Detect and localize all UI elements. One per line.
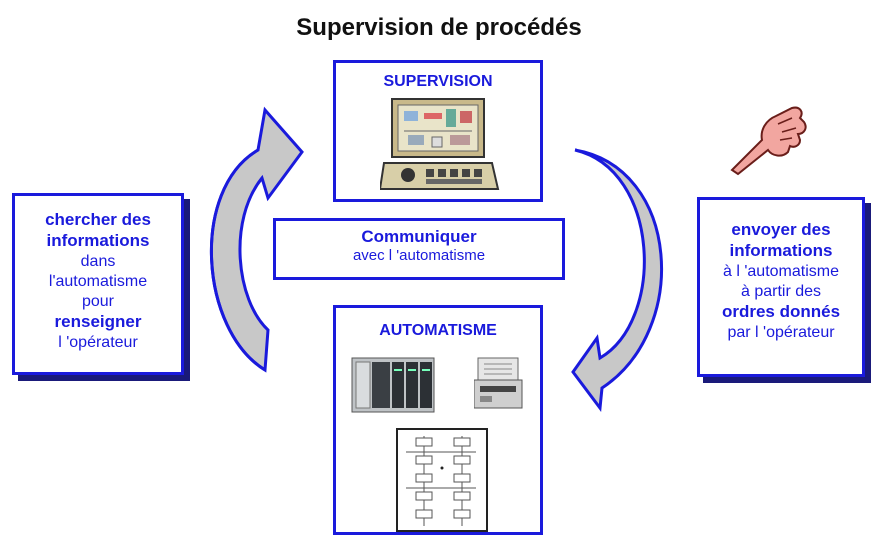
communiquer-line1: Communiquer <box>361 227 477 246</box>
automatisme-box: AUTOMATISME <box>333 305 543 535</box>
printer-icon <box>474 357 523 409</box>
right-line-3: à l 'automatisme <box>723 263 839 280</box>
supervision-box: SUPERVISION <box>333 60 543 202</box>
diagram-title: Supervision de procédés <box>296 14 582 41</box>
right-curved-arrow <box>571 148 664 412</box>
left-line-7: l 'opérateur <box>58 334 138 351</box>
left-line-6: renseigner <box>54 312 142 331</box>
right-line-2: informations <box>729 241 833 260</box>
communiquer-line2: avec l 'automatisme <box>352 247 486 264</box>
right-line-4: à partir des <box>740 283 822 300</box>
grafcet-diagram-icon <box>396 428 488 532</box>
left-line-5: pour <box>81 293 115 310</box>
supervision-title: SUPERVISION <box>383 73 493 90</box>
left-line-3: dans <box>80 253 116 270</box>
automatisme-title: AUTOMATISME <box>379 322 497 339</box>
left-line-2: informations <box>46 231 150 250</box>
plc-rack-icon <box>351 357 435 413</box>
cycle-arrows <box>210 106 664 412</box>
right-info-box: envoyer des informations à l 'automatism… <box>697 197 865 377</box>
pointing-hand-icon <box>730 106 807 176</box>
left-line-1: chercher des <box>45 210 151 229</box>
right-line-1: envoyer des <box>731 220 831 239</box>
computer-screen-icon <box>380 98 500 190</box>
communiquer-box: Communiquer avec l 'automatisme <box>273 218 565 280</box>
right-line-5: ordres donnés <box>721 302 841 321</box>
left-info-box: chercher des informations dans l'automat… <box>12 193 184 375</box>
left-line-4: l'automatisme <box>48 273 148 290</box>
right-line-6: par l 'opérateur <box>727 324 835 341</box>
